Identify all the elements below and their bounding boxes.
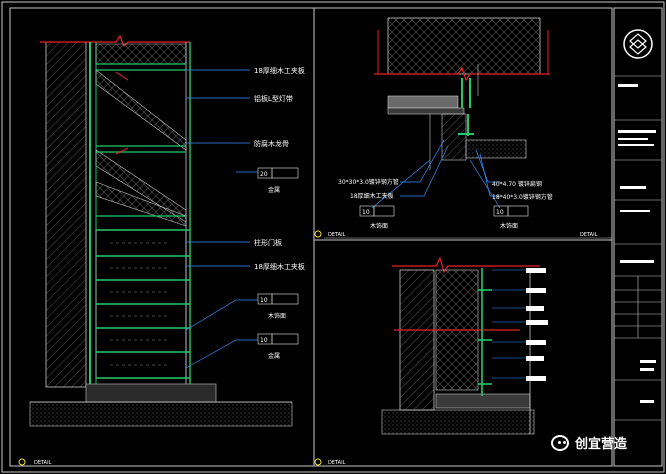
left-tag-boxes: [257, 167, 299, 345]
wechat-icon: [551, 434, 569, 451]
top-right-callouts: 30*30*3.0镀锌钢方管 18厚细木工夹板 40*4.70 镀锌扁钢 18*…: [338, 178, 553, 230]
subcaption-veneer: 木饰面: [268, 312, 286, 320]
subcaption-metal-2: 金属: [268, 352, 280, 360]
top-right-detail: [374, 17, 550, 170]
watermark-text: 创宜营造: [575, 437, 628, 452]
bottom-right-leaders: [492, 269, 526, 379]
callout-plywood-18: 18厚细木工夹板: [350, 192, 394, 200]
detail-label-left: DETAIL: [34, 460, 52, 466]
tag-number-tr-2: 10: [496, 209, 504, 216]
bottom-right-tag-stubs: [526, 268, 548, 381]
top-right-tag-boxes: [359, 205, 529, 217]
subcaption-metal-1: 金属: [268, 186, 280, 194]
left-callouts: 18厚细木工夹板 铝板L型灯带 防腐木龙骨 20 柱形门板 18厚细木工夹板 1…: [254, 66, 305, 360]
tag-number-tr-1: 10: [362, 209, 370, 216]
callout-door-panel: 柱形门板: [254, 238, 282, 247]
detail-labels: DETAIL DETAIL DETAIL DETAIL: [18, 230, 612, 467]
company-logo-icon: [623, 29, 653, 59]
tag-number-1: 20: [260, 171, 268, 178]
callout-flat-steel: 40*4.70 镀锌扁钢: [492, 180, 542, 188]
detail-label-top-right: DETAIL: [328, 232, 346, 238]
detail-label-tr-right: DETAIL: [580, 232, 598, 238]
subcaption-veneer-tr-2: 木饰面: [500, 222, 518, 230]
bottom-right-detail: [381, 256, 540, 435]
top-right-leaders: [371, 139, 501, 209]
callout-steel-tube-30: 30*30*3.0镀锌钢方管: [338, 178, 399, 186]
subcaption-veneer-tr-1: 木饰面: [370, 222, 388, 230]
callout-timber-keel: 防腐木龙骨: [254, 139, 289, 148]
callout-plywood-bottom: 18厚细木工夹板: [254, 262, 305, 271]
left-leaders: [185, 69, 258, 369]
callout-plywood-top: 18厚细木工夹板: [254, 66, 305, 75]
detail-label-bottom-right: DETAIL: [328, 460, 346, 466]
watermark: 创宜营造: [551, 433, 627, 452]
left-wall-section: [29, 34, 293, 427]
tag-number-2: 10: [260, 297, 268, 304]
callout-led-strip: 铝板L型灯带: [254, 94, 293, 103]
title-block: [614, 29, 662, 421]
callout-steel-tube-18: 18*40*3.0镀锌钢方管: [492, 193, 553, 201]
tag-number-3: 10: [260, 337, 268, 344]
